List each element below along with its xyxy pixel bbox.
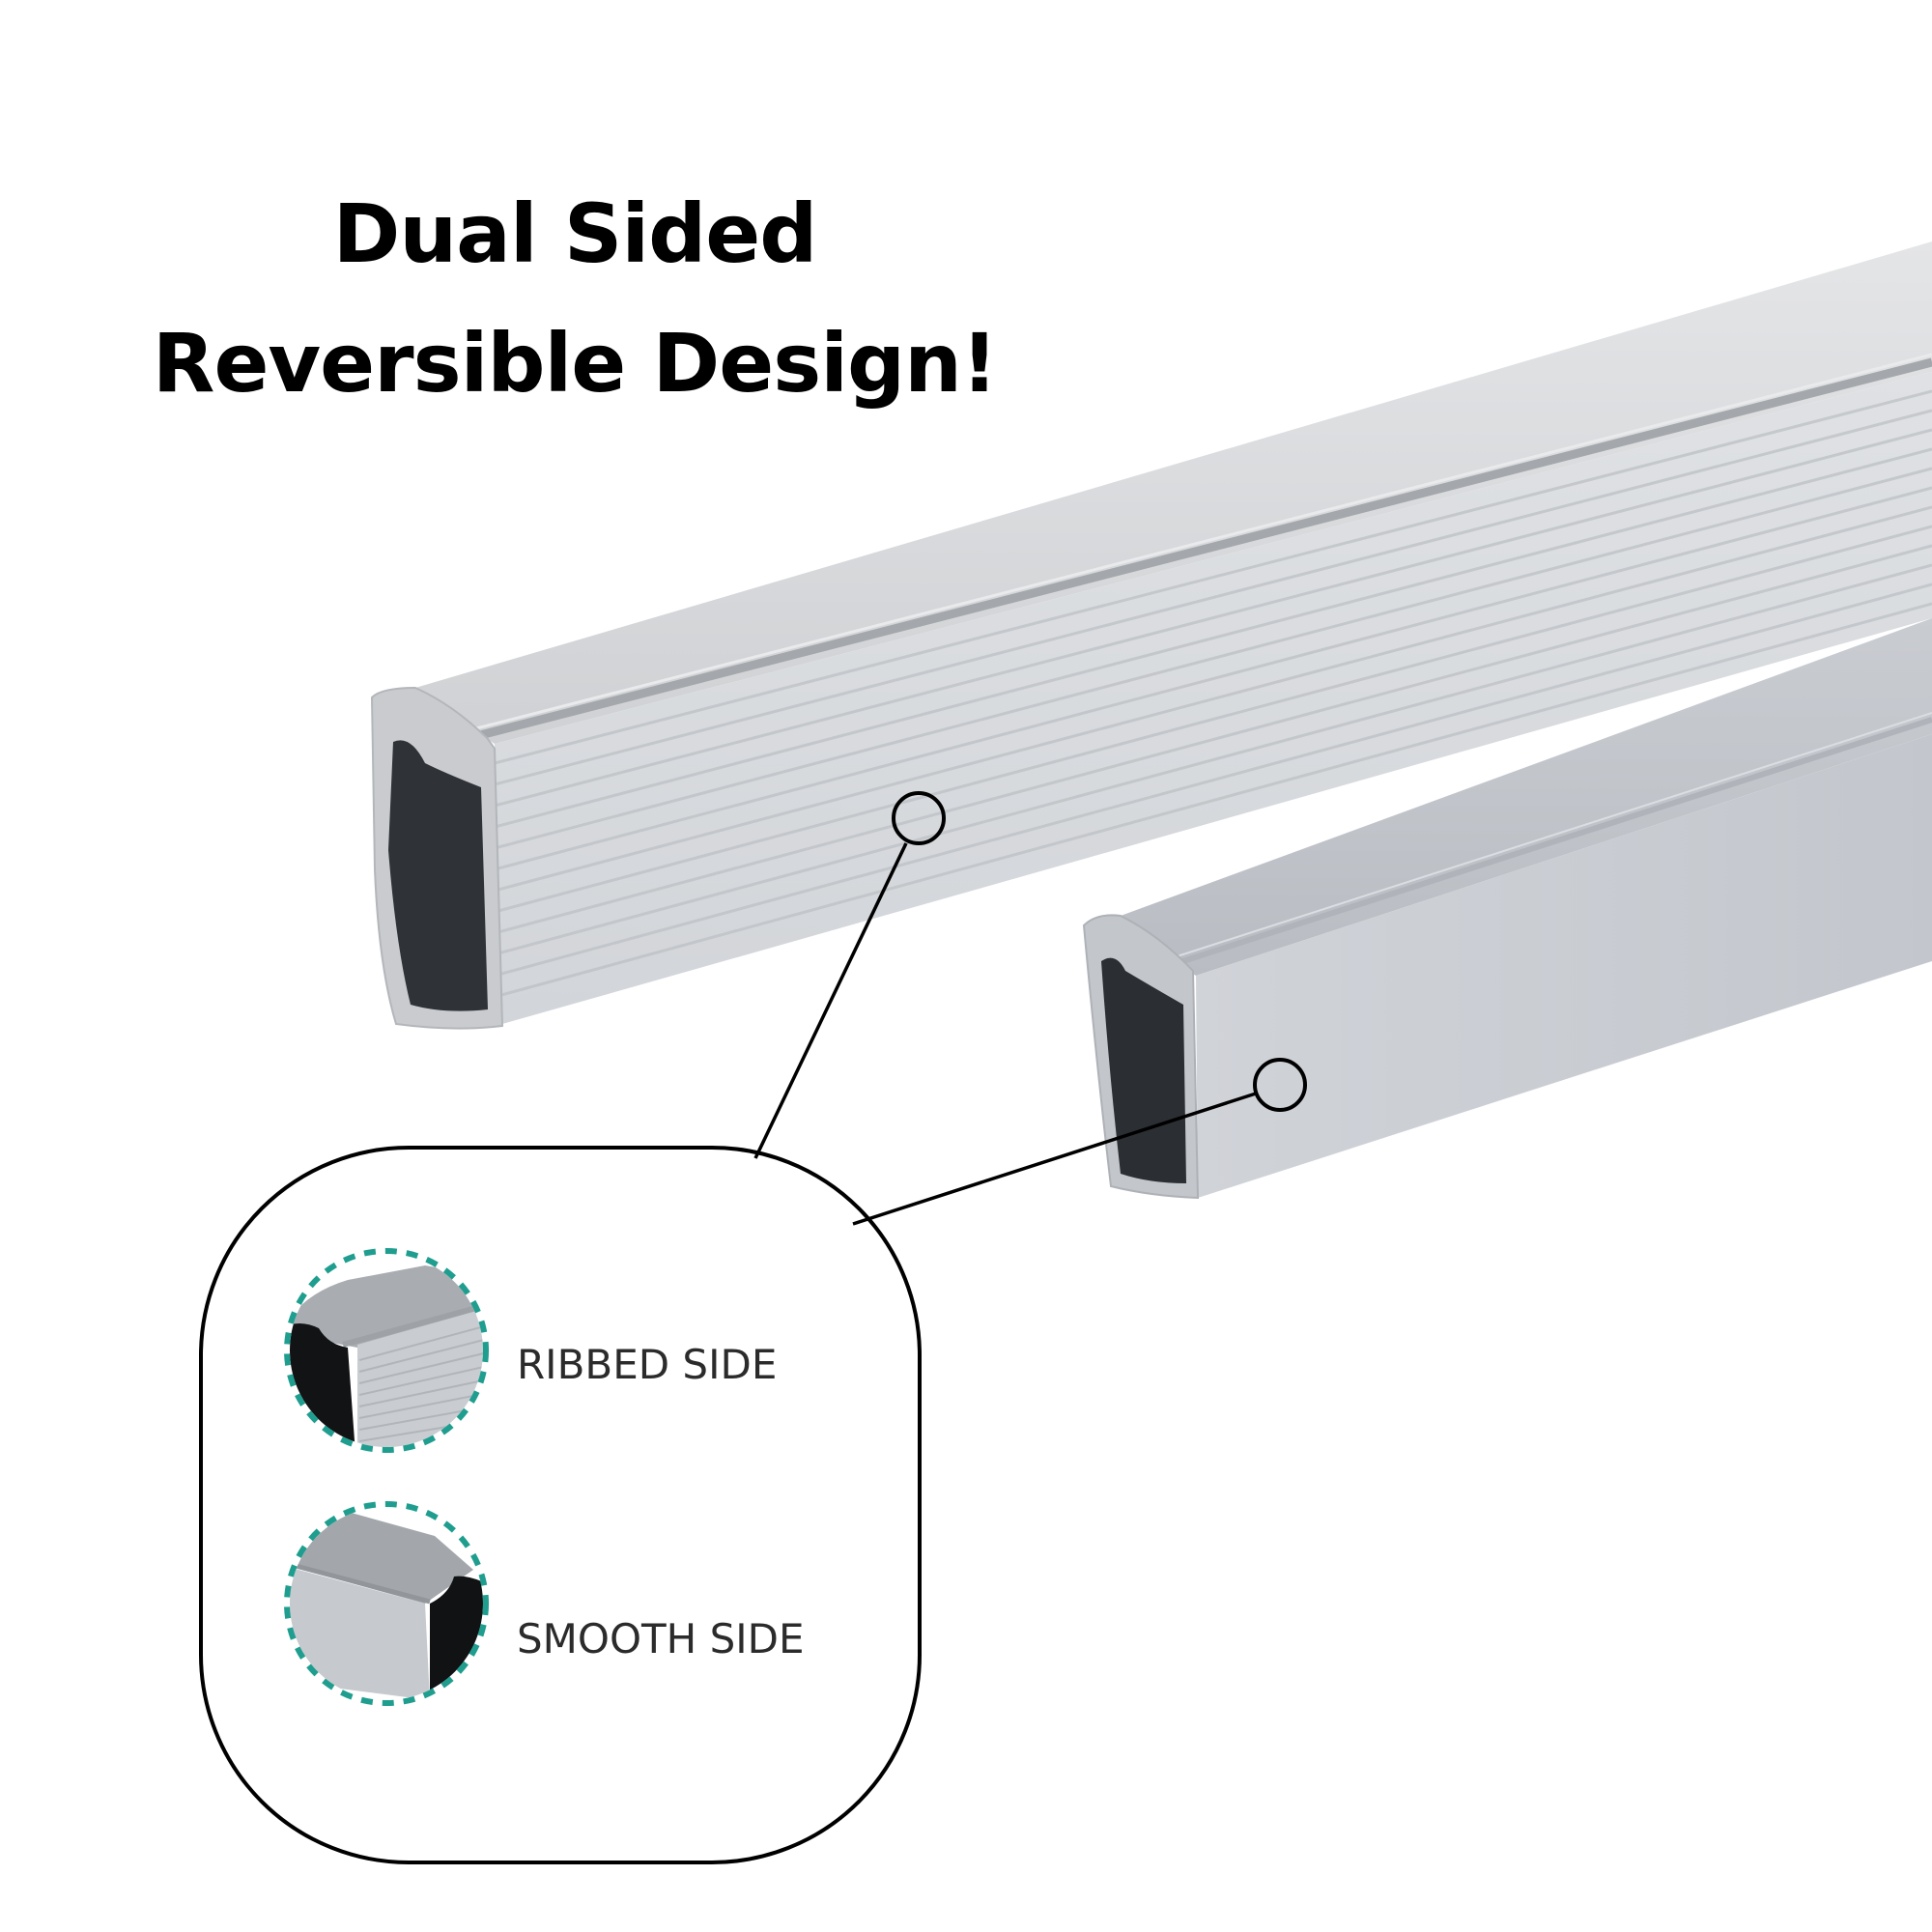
ribbed-rail-image <box>370 242 1932 1030</box>
smooth-callout-marker <box>1253 1058 1307 1112</box>
smooth-rail-top-face <box>1084 618 1932 976</box>
ribbed-side-label: RIBBED SIDE <box>517 1341 778 1388</box>
headline: Dual Sided Reversible Design! <box>116 169 1034 428</box>
ribbed-leader-line <box>753 842 908 1159</box>
ribbed-callout-marker <box>892 791 946 845</box>
ribbed-rail-top-face <box>372 242 1932 744</box>
callout-frame <box>199 1146 922 1864</box>
smooth-rail-side-face <box>1196 734 1932 1198</box>
ribbed-profile-icon <box>284 1248 489 1453</box>
smooth-side-label: SMOOTH SIDE <box>517 1615 805 1662</box>
headline-line-1: Dual Sided <box>332 186 818 281</box>
smooth-leader-line <box>852 1092 1257 1226</box>
headline-line-2: Reversible Design! <box>152 316 998 411</box>
smooth-rail-image <box>1082 618 1932 1200</box>
smooth-profile-icon <box>284 1501 489 1706</box>
